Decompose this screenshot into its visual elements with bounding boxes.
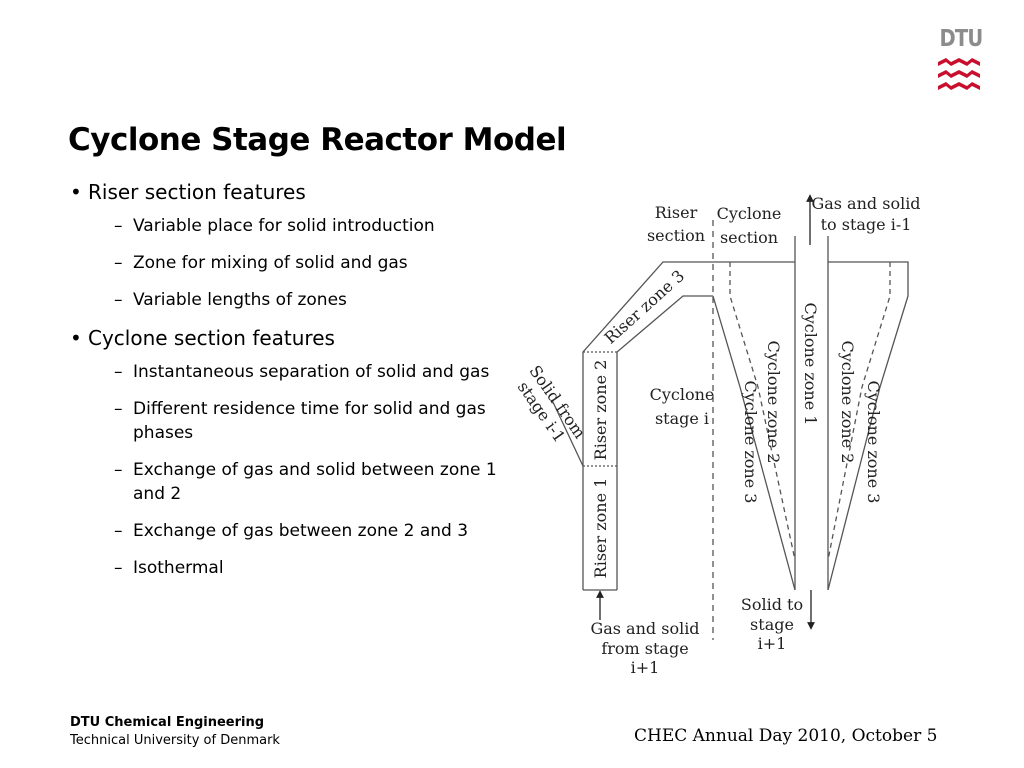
gas-solid-in-label-1: Gas and solid — [590, 619, 699, 638]
sub-bullet-text: Zone for mixing of solid and gas — [133, 253, 408, 273]
riser-zone-1-label: Riser zone 1 — [591, 478, 610, 579]
cyclone-zone-2-left-label: Cyclone zone 2 — [764, 341, 783, 464]
slide-title: Cyclone Stage Reactor Model — [68, 122, 567, 158]
sub-bullet: –Exchange of gas and solid between zone … — [114, 460, 497, 504]
cyclone-left-wall — [712, 295, 796, 591]
cyclone-section-label-1: Cyclone — [717, 204, 782, 223]
riser-section-label-2: section — [647, 226, 705, 245]
bullet-text: Riser section features — [88, 180, 306, 204]
sub-bullet-text: Exchange of gas between zone 2 and 3 — [133, 521, 469, 541]
bullet-list: •Riser section features –Variable place … — [70, 180, 500, 593]
gas-solid-out-label-2: to stage i-1 — [821, 215, 912, 234]
riser-section-label-1: Riser — [655, 203, 698, 222]
riser-zone-3-label: Riser zone 3 — [601, 266, 689, 347]
cyclone-zone-3-right-label: Cyclone zone 3 — [864, 381, 883, 504]
bullet-cyclone: •Cyclone section features — [70, 326, 335, 350]
riser-inner-wall — [616, 295, 713, 590]
footer-department: DTU Chemical Engineering — [70, 715, 265, 730]
gas-solid-out-label-1: Gas and solid — [811, 194, 920, 213]
sub-bullet: –Isothermal — [114, 558, 224, 578]
sub-bullet-text: Isothermal — [133, 558, 224, 578]
cyclone-zone-1-label: Cyclone zone 1 — [801, 303, 820, 426]
sub-bullet-text: Instantaneous separation of solid and ga… — [133, 362, 490, 382]
sub-bullet: –Instantaneous separation of solid and g… — [114, 362, 490, 382]
bullet-riser: •Riser section features — [70, 180, 306, 204]
cyclone-section-label-2: section — [720, 228, 778, 247]
gas-solid-in-label-2: from stage — [601, 639, 688, 658]
bullet-text: Cyclone section features — [88, 326, 335, 350]
cyclone-stage-label-2: stage i — [655, 409, 709, 428]
sub-bullet: –Variable place for solid introduction — [114, 216, 435, 236]
sub-bullet-text: Variable lengths of zones — [133, 290, 347, 310]
dtu-logo-icon — [938, 58, 980, 90]
solid-inlet-line — [551, 399, 584, 467]
solid-to-label-2: stage — [750, 615, 794, 634]
sub-bullet-text: Variable place for solid introduction — [133, 216, 435, 236]
dtu-logo: DTU — [936, 26, 983, 94]
cyclone-right-dashed — [827, 262, 891, 561]
cyclone-stage-label-1: Cyclone — [650, 385, 715, 404]
footer-university: Technical University of Denmark — [70, 733, 280, 748]
cyclone-zone-2-right-label: Cyclone zone 2 — [838, 341, 857, 464]
riser-zone-2-label: Riser zone 2 — [591, 360, 610, 461]
reactor-diagram: Riser section Cyclone section Gas and so… — [514, 194, 920, 677]
sub-bullet: –Exchange of gas between zone 2 and 3 — [114, 521, 469, 541]
footer-event: CHEC Annual Day 2010, October 5 — [634, 726, 938, 746]
riser-outer-wall — [582, 261, 795, 590]
sub-bullet: –Variable lengths of zones — [114, 290, 347, 310]
logo-text: DTU — [939, 26, 983, 52]
sub-bullet-text: Different residence time for solid and g… — [133, 399, 486, 443]
sub-bullet: –Zone for mixing of solid and gas — [114, 253, 408, 273]
cyclone-right-wall — [827, 261, 909, 591]
cyclone-zone-3-left-label: Cyclone zone 3 — [741, 381, 760, 504]
sub-bullet: –Different residence time for solid and … — [114, 399, 486, 443]
solid-to-label-1: Solid to — [741, 595, 803, 614]
gas-solid-in-label-3: i+1 — [631, 658, 660, 677]
sub-bullet-text: Exchange of gas and solid between zone 1… — [133, 460, 497, 504]
cyclone-left-dashed — [729, 262, 796, 561]
solid-to-label-3: i+1 — [758, 634, 787, 653]
footer-institution: DTU Chemical Engineering Technical Unive… — [70, 714, 280, 750]
